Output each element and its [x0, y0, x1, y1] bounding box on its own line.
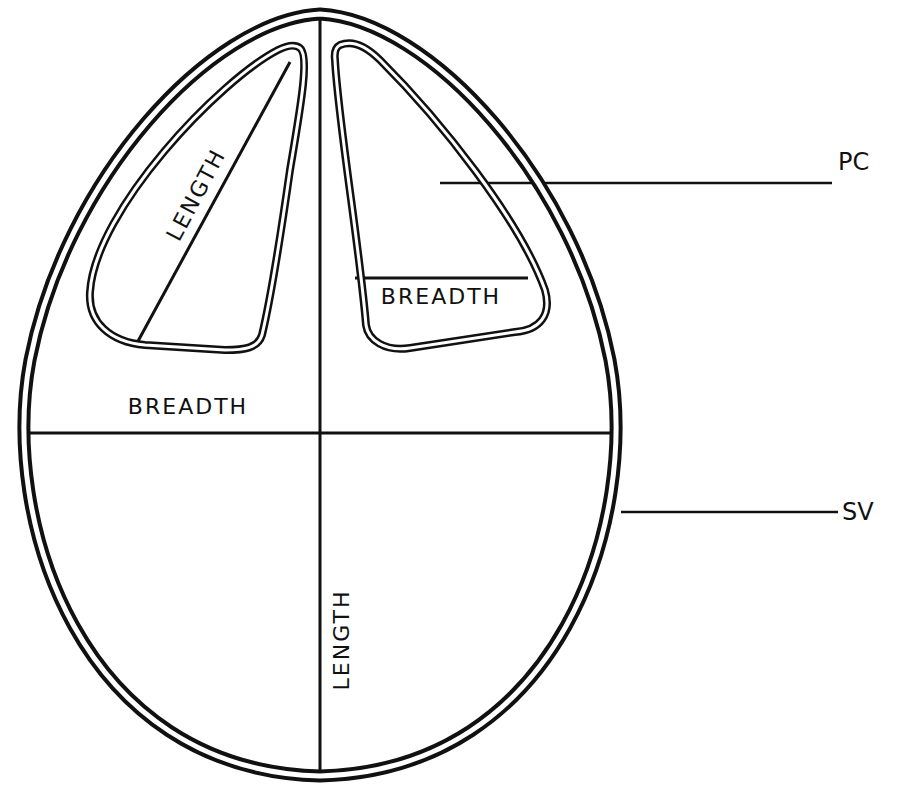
dimension-label: BREADTH [381, 286, 501, 308]
part-label: SV [842, 500, 874, 524]
outline [10, 6, 630, 784]
capsule-breadth-axis [355, 277, 528, 280]
dimension-label: BREADTH [128, 396, 248, 418]
outline [330, 36, 556, 358]
breadth-axis [24, 432, 616, 435]
polar-capsule: LENGTH [80, 36, 316, 358]
leader-line [440, 182, 832, 185]
polar-capsule: BREADTH [330, 36, 556, 358]
dimension-label: LENGTH [331, 590, 353, 691]
dimension-label: LENGTH [163, 145, 230, 244]
length-axis [319, 16, 322, 774]
leader-line [621, 511, 838, 514]
spore-valve: BREADTH LENGTH LENGTH BREADTH [10, 6, 630, 784]
part-label: PC [838, 150, 869, 174]
